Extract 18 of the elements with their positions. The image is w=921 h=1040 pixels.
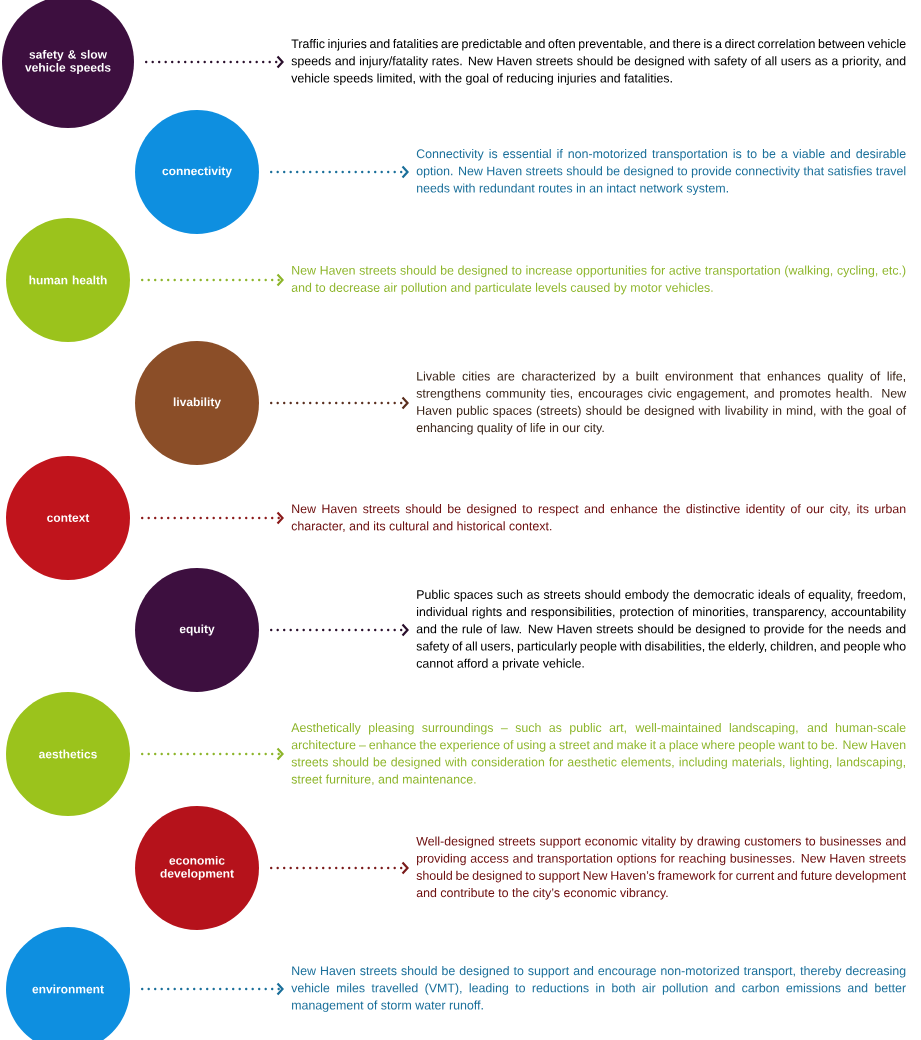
dotted-arrow [141,273,284,287]
dotted-arrow [270,623,409,637]
description-text: Livable cities are characterized by a built environment that enhances quality of life, strengthens community ties, encourages civic engagement, and promotes health. New Haven public spaces (streets) should be designed with livability in mind, with the goal of enhancing quality of life in our city. [416,371,907,435]
dotted-arrow [145,55,284,69]
dotted-arrow [141,982,284,996]
description-text: New Haven streets should be designed to support and encourage non-motorized transport, thereby decreasing vehicle miles travelled (VMT), leading to reductions in both air pollution and carbon emissions and better management of storm water runoff. [291,966,906,1012]
dotted-arrow [270,396,409,410]
description-text: Connectivity is essential if non-motorized transportation is to be a viable and desirable option. New Haven streets should be designed to provide connectivity that satisfies travel needs with redundant routes in an intact network system. [416,149,906,195]
dotted-arrow [141,747,284,761]
description-text: New Haven streets should be designed to increase opportunities for active transportation (walking, cycling, etc.) and to decrease air pollution and particulate levels caused by motor vehicles. [291,265,906,295]
dotted-arrow [270,165,409,179]
dotted-arrow [270,861,409,875]
description-text: Public spaces such as streets should embody the democratic ideals of equality, freedom, individual rights and responsibilities, protection of minorities, transparency, accountability and the rule of law. New Haven streets should be designed to provide for the needs and safety of all users, particularly people with disabilities, the elderly, children, and people who cannot afford a private vehicle. [416,589,907,671]
dotted-arrow [141,511,284,525]
description-text: Aesthetically pleasing surroundings – such as public art, well-maintained landscaping, and human-scale architecture – enhance the experience of using a street and make it a place where people want to be. New Haven streets should be designed with consideration for aesthetic elements, including materials, lighting, landscaping, street furniture, and maintenance. [291,722,906,786]
description-text: New Haven streets should be designed to respect and enhance the distinctive identity of our city, its urban character, and its cultural and historical context. [291,504,906,532]
description-text: Traffic injuries and fatalities are predictable and often preventable, and there is a direct correlation between vehicle speeds and injury/fatality rates. New Haven streets should be designed with safety of all users as a priority, and vehicle speeds limited, with the goal of reducing injuries and fatalities. [291,39,906,85]
description-text: Well-designed streets support economic vitality by drawing customers to businesses and providing access and transportation options for reaching businesses. New Haven streets should be designed to support New Haven’s framework for current and future development and contribute to the city’s economic vibrancy. [416,836,907,900]
